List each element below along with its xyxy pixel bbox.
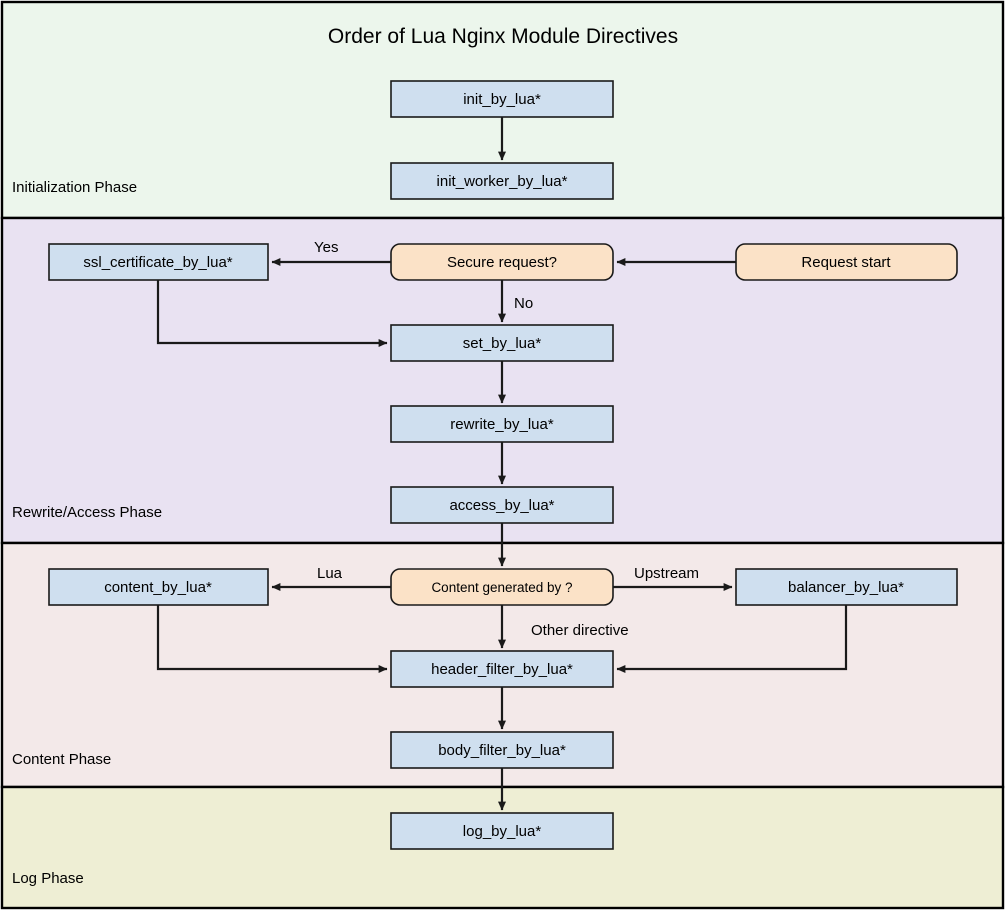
node-box-content-by-lua[interactable]	[48, 568, 269, 606]
node-box-set-by-lua[interactable]	[390, 324, 614, 362]
node-label-secure-request: Secure request?	[447, 254, 557, 271]
node-box-init-by-lua[interactable]	[390, 80, 614, 118]
edge-balancer-to-header-filter	[616, 605, 848, 673]
phase-label-log: Log Phase	[12, 870, 84, 887]
node-box-log-by-lua[interactable]	[390, 812, 614, 850]
node-label-access-by-lua: access_by_lua*	[449, 497, 554, 514]
phase-label-rewrite-access: Rewrite/Access Phase	[12, 504, 162, 521]
node-balancer-by-lua[interactable]: balancer_by_lua*	[735, 568, 958, 606]
node-access-by-lua[interactable]: access_by_lua*	[390, 486, 614, 524]
node-label-balancer-by-lua: balancer_by_lua*	[788, 579, 904, 596]
node-label-body-filter-by-lua: body_filter_by_lua*	[438, 742, 566, 759]
node-label-log-by-lua: log_by_lua*	[463, 823, 542, 840]
phase-label-content: Content Phase	[12, 751, 111, 768]
node-header-filter-by-lua[interactable]: header_filter_by_lua*	[390, 650, 614, 688]
node-secure-request[interactable]: Secure request?	[390, 243, 614, 281]
node-label-content-by-lua: content_by_lua*	[104, 579, 212, 596]
node-init-worker-by-lua[interactable]: init_worker_by_lua*	[390, 162, 614, 200]
node-content-by-lua[interactable]: content_by_lua*	[48, 568, 269, 606]
node-rewrite-by-lua[interactable]: rewrite_by_lua*	[390, 405, 614, 443]
node-request-start[interactable]: Request start	[735, 243, 958, 281]
node-body-filter-by-lua[interactable]: body_filter_by_lua*	[390, 731, 614, 769]
node-label-init-worker-by-lua: init_worker_by_lua*	[437, 173, 568, 190]
node-box-rewrite-by-lua[interactable]	[390, 405, 614, 443]
node-box-request-start[interactable]	[735, 243, 958, 281]
node-label-ssl-certificate-by-lua: ssl_certificate_by_lua*	[83, 254, 232, 271]
node-box-init-worker-by-lua[interactable]	[390, 162, 614, 200]
node-ssl-certificate-by-lua[interactable]: ssl_certificate_by_lua*	[48, 243, 269, 281]
edge-label-yes: Yes	[314, 239, 338, 256]
edge-labels: Yes No Lua Upstream Other directive	[314, 239, 699, 639]
edge-content-by-lua-to-header-filter	[156, 605, 388, 673]
node-box-body-filter-by-lua[interactable]	[390, 731, 614, 769]
node-box-secure-request[interactable]	[390, 243, 614, 281]
node-label-set-by-lua: set_by_lua*	[463, 335, 542, 352]
node-label-rewrite-by-lua: rewrite_by_lua*	[450, 416, 554, 433]
node-content-generated-by[interactable]: Content generated by ?	[390, 568, 614, 606]
node-log-by-lua[interactable]: log_by_lua*	[390, 812, 614, 850]
node-box-content-generated-by[interactable]	[390, 568, 614, 606]
edge-label-upstream: Upstream	[634, 565, 699, 582]
node-box-ssl-certificate-by-lua[interactable]	[48, 243, 269, 281]
edge-label-lua: Lua	[317, 565, 343, 582]
connectors	[156, 117, 848, 811]
nodes: init_by_lua* init_worker_by_lua* Request…	[48, 80, 958, 850]
edge-label-other-directive: Other directive	[531, 622, 629, 639]
node-label-init-by-lua: init_by_lua*	[463, 91, 541, 108]
node-label-content-generated-by: Content generated by ?	[431, 580, 572, 595]
node-set-by-lua[interactable]: set_by_lua*	[390, 324, 614, 362]
node-box-header-filter-by-lua[interactable]	[390, 650, 614, 688]
diagram-title: Order of Lua Nginx Module Directives	[328, 25, 678, 48]
node-label-header-filter-by-lua: header_filter_by_lua*	[431, 661, 573, 678]
node-box-access-by-lua[interactable]	[390, 486, 614, 524]
phase-label-initialization: Initialization Phase	[12, 179, 137, 196]
edge-ssl-to-set	[156, 280, 388, 347]
node-box-balancer-by-lua[interactable]	[735, 568, 958, 606]
node-init-by-lua[interactable]: init_by_lua*	[390, 80, 614, 118]
node-label-request-start: Request start	[801, 254, 891, 271]
edge-label-no: No	[514, 295, 533, 312]
